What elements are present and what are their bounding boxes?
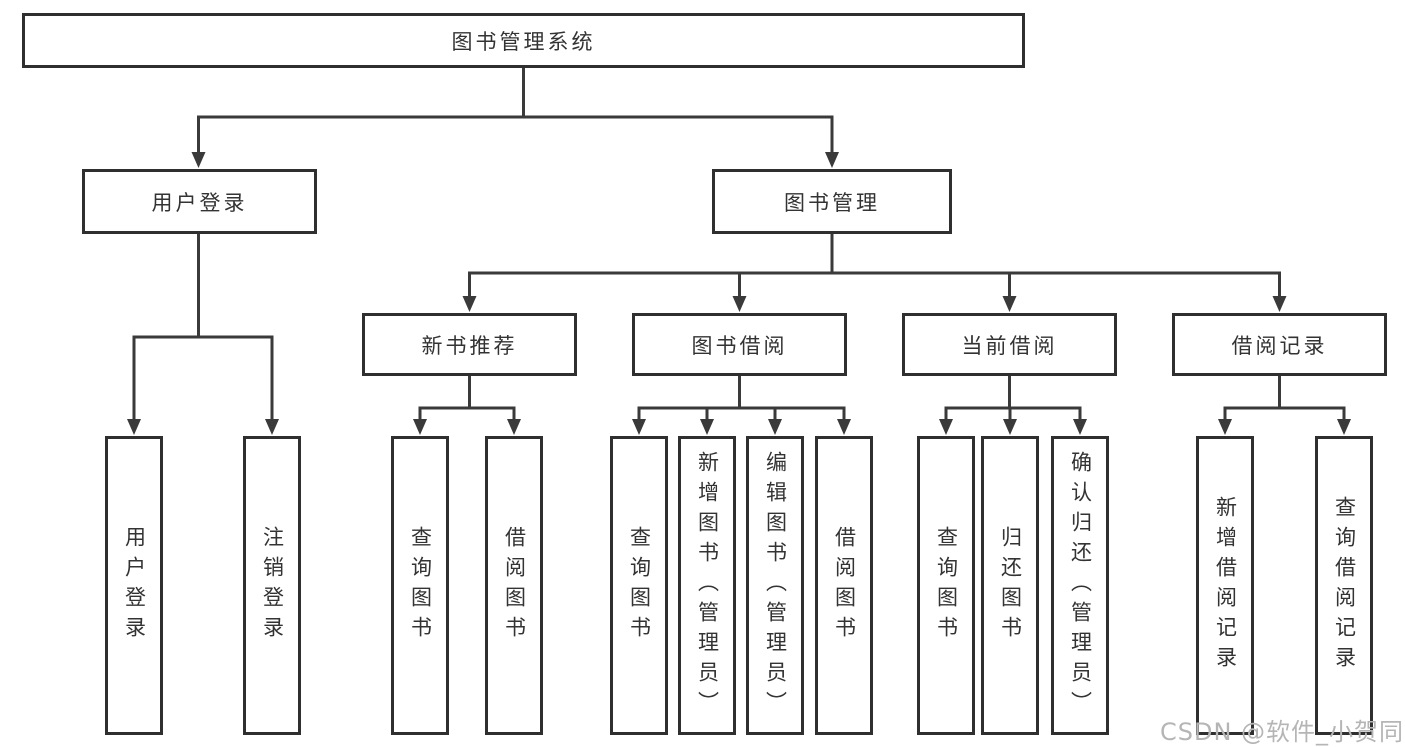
node-library-system: 图书管理系统 xyxy=(22,13,1025,68)
connector-book-management-to-level3 xyxy=(462,233,1287,312)
leaf-borrow-books-borrowing-label: 借阅图书 xyxy=(832,525,857,646)
node-new-book-recommendation: 新书推荐 xyxy=(362,313,577,376)
node-book-management: 图书管理 xyxy=(712,169,952,234)
leaf-edit-book-admin-label: 编辑图书（管理员） xyxy=(763,450,788,721)
leaf-add-book-admin-label: 新增图书（管理员） xyxy=(695,450,720,721)
node-book-management-label: 图书管理 xyxy=(784,190,880,215)
leaf-confirm-return-admin-label: 确认归还（管理员） xyxy=(1068,450,1093,721)
leaf-user-login: 用户登录 xyxy=(105,436,163,735)
connector-records-to-leaves xyxy=(1218,376,1351,435)
leaf-query-borrow-record: 查询借阅记录 xyxy=(1315,436,1373,735)
leaf-query-books-borrowing: 查询图书 xyxy=(610,436,668,735)
connector-current-to-leaves xyxy=(939,376,1087,435)
leaf-add-book-admin: 新增图书（管理员） xyxy=(678,436,736,735)
node-book-borrowing: 图书借阅 xyxy=(632,313,847,376)
leaf-logout-label: 注销登录 xyxy=(260,525,285,646)
leaf-add-borrow-record-label: 新增借阅记录 xyxy=(1213,495,1238,676)
connector-user-login-to-leaves xyxy=(127,233,279,435)
leaf-borrow-books-recommend-label: 借阅图书 xyxy=(502,525,527,646)
leaf-add-borrow-record: 新增借阅记录 xyxy=(1196,436,1254,735)
leaf-user-login-label: 用户登录 xyxy=(122,525,147,646)
node-current-borrowing-label: 当前借阅 xyxy=(961,333,1058,358)
leaf-query-books-recommend: 查询图书 xyxy=(391,436,449,735)
node-library-system-label: 图书管理系统 xyxy=(451,29,596,54)
node-borrowing-records: 借阅记录 xyxy=(1172,313,1387,376)
node-borrowing-records-label: 借阅记录 xyxy=(1231,333,1328,358)
connector-borrowing-to-leaves xyxy=(632,376,851,435)
connector-root-to-level2 xyxy=(191,68,839,168)
node-user-login: 用户登录 xyxy=(82,169,317,234)
leaf-return-book-label: 归还图书 xyxy=(998,525,1023,646)
leaf-confirm-return-admin: 确认归还（管理员） xyxy=(1051,436,1109,735)
leaf-query-books-borrowing-label: 查询图书 xyxy=(627,525,652,646)
leaf-borrow-books-borrowing: 借阅图书 xyxy=(815,436,873,735)
node-book-borrowing-label: 图书借阅 xyxy=(691,333,788,358)
leaf-logout: 注销登录 xyxy=(243,436,301,735)
node-user-login-label: 用户登录 xyxy=(151,190,248,215)
leaf-query-books-current: 查询图书 xyxy=(917,436,975,735)
leaf-query-borrow-record-label: 查询借阅记录 xyxy=(1332,495,1357,676)
leaf-return-book: 归还图书 xyxy=(981,436,1039,735)
leaf-query-books-current-label: 查询图书 xyxy=(934,525,959,646)
leaf-borrow-books-recommend: 借阅图书 xyxy=(485,436,543,735)
leaf-edit-book-admin: 编辑图书（管理员） xyxy=(746,436,804,735)
node-current-borrowing: 当前借阅 xyxy=(902,313,1117,376)
connector-recommendation-to-leaves xyxy=(413,376,521,435)
node-new-book-recommendation-label: 新书推荐 xyxy=(421,333,518,358)
leaf-query-books-recommend-label: 查询图书 xyxy=(408,525,433,646)
